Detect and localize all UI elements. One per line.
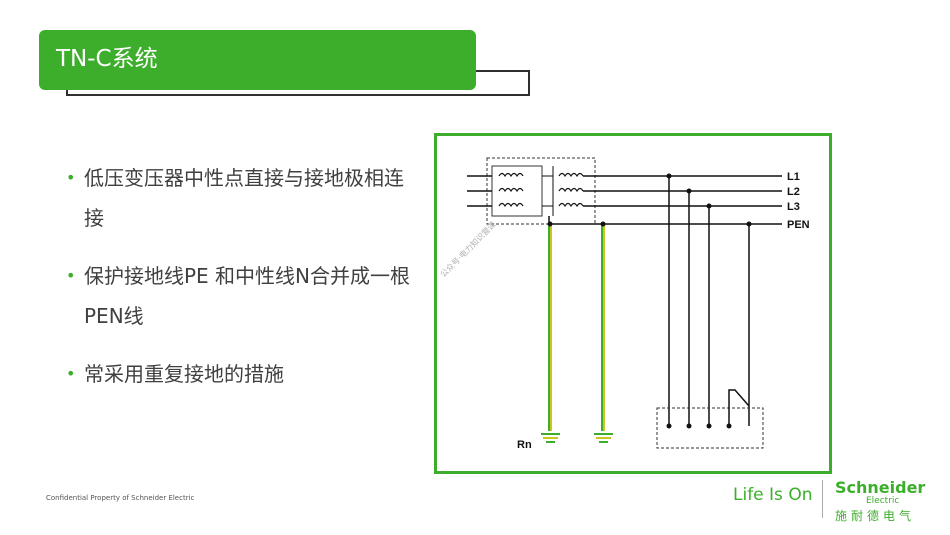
transformer-box	[486, 157, 596, 225]
brand-cn: 施耐德电气	[835, 509, 916, 523]
coil-icon	[498, 187, 524, 193]
bullet-dot-icon: •	[66, 364, 76, 383]
label-l1: L1	[787, 171, 800, 183]
ground-symbol-icon	[541, 433, 560, 443]
ground-symbol-icon	[594, 433, 613, 443]
slide-title: TN-C系统	[56, 46, 158, 72]
junction-dot	[686, 188, 692, 194]
terminal-dot	[706, 423, 712, 429]
enclosure-link	[728, 389, 750, 426]
circuit-svg: L1 L2 L3 PEN Rn	[467, 157, 810, 451]
confidential-note: Confidential Property of Schneider Elect…	[46, 494, 195, 502]
terminal-dot	[666, 423, 672, 429]
title-bar	[39, 30, 476, 90]
bullet-list: • 低压变压器中性点直接与接地极相连接 • 保护接地线PE 和中性线N合并成一根PE…	[66, 158, 416, 412]
tn-c-diagram: L1 L2 L3 PEN Rn	[434, 133, 832, 474]
label-l3: L3	[787, 201, 800, 213]
bullet-dot-icon: •	[66, 266, 76, 285]
junction-dot	[547, 221, 553, 227]
coil-icon	[498, 172, 524, 178]
ground-label-rn: Rn	[517, 439, 532, 451]
terminal-dot	[726, 423, 732, 429]
bullet-item: • 常采用重复接地的措施	[66, 354, 416, 394]
coil-icon	[558, 202, 584, 208]
load-box	[656, 407, 764, 449]
bullet-dot-icon: •	[66, 168, 76, 187]
bullet-text: 低压变压器中性点直接与接地极相连接	[84, 166, 404, 230]
label-pen: PEN	[787, 219, 810, 231]
junction-dot	[600, 221, 606, 227]
junction-dot	[706, 203, 712, 209]
junction-dot	[666, 173, 672, 179]
bullet-text: 保护接地线PE 和中性线N合并成一根PEN线	[84, 264, 411, 328]
bullet-item: • 保护接地线PE 和中性线N合并成一根PEN线	[66, 256, 416, 336]
junction-dot	[746, 221, 752, 227]
coil-icon	[558, 187, 584, 193]
terminal-dot	[686, 423, 692, 429]
label-l2: L2	[787, 186, 800, 198]
bullet-item: • 低压变压器中性点直接与接地极相连接	[66, 158, 416, 238]
coil-icon	[558, 172, 584, 178]
brand-logo: Schneider	[835, 478, 926, 497]
logo-divider	[822, 480, 823, 518]
tagline: Life Is On	[733, 485, 813, 505]
coil-icon	[498, 202, 524, 208]
brand-sub: Electric	[866, 496, 900, 506]
bullet-text: 常采用重复接地的措施	[84, 362, 284, 386]
